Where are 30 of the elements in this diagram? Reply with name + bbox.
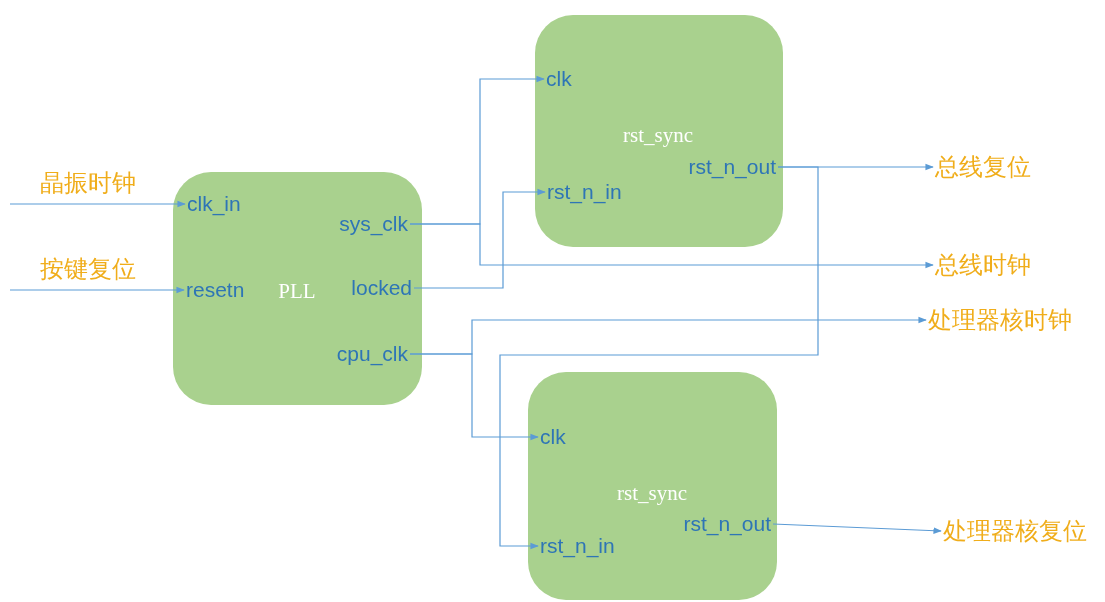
module-name: rst_sync [617, 480, 687, 506]
port-label: rst_n_in [540, 534, 615, 558]
module-name: rst_sync [623, 122, 693, 148]
port-label: rst_n_out [688, 155, 776, 179]
edge-label: 按键复位 [40, 254, 136, 284]
signal-label: 处理器核时钟 [928, 305, 1072, 335]
signal-label: 总线时钟 [935, 250, 1031, 280]
port-label: resetn [186, 278, 245, 302]
edge-label: 晶振时钟 [40, 168, 136, 198]
port-label: rst_n_out [683, 512, 771, 536]
connector-arrow [413, 188, 546, 289]
signal-label: 总线复位 [935, 152, 1031, 182]
connector-arrow [409, 353, 539, 441]
port-label: cpu_clk [336, 342, 408, 366]
module-box [535, 15, 783, 247]
port-label: clk_in [187, 192, 241, 216]
port-label: sys_clk [339, 212, 408, 236]
module-name: PLL [278, 278, 316, 304]
port-label: rst_n_in [547, 180, 622, 204]
port-label: clk [546, 67, 572, 91]
connector-arrow [409, 223, 934, 269]
connector-arrow [772, 523, 942, 535]
connector-arrow [9, 286, 185, 294]
connector-arrow [9, 200, 186, 208]
port-label: locked [351, 276, 412, 300]
module-box [173, 172, 422, 405]
port-label: clk [540, 425, 566, 449]
module-box [528, 372, 777, 600]
connector-arrow [499, 166, 819, 550]
signal-label: 处理器核复位 [943, 516, 1087, 546]
